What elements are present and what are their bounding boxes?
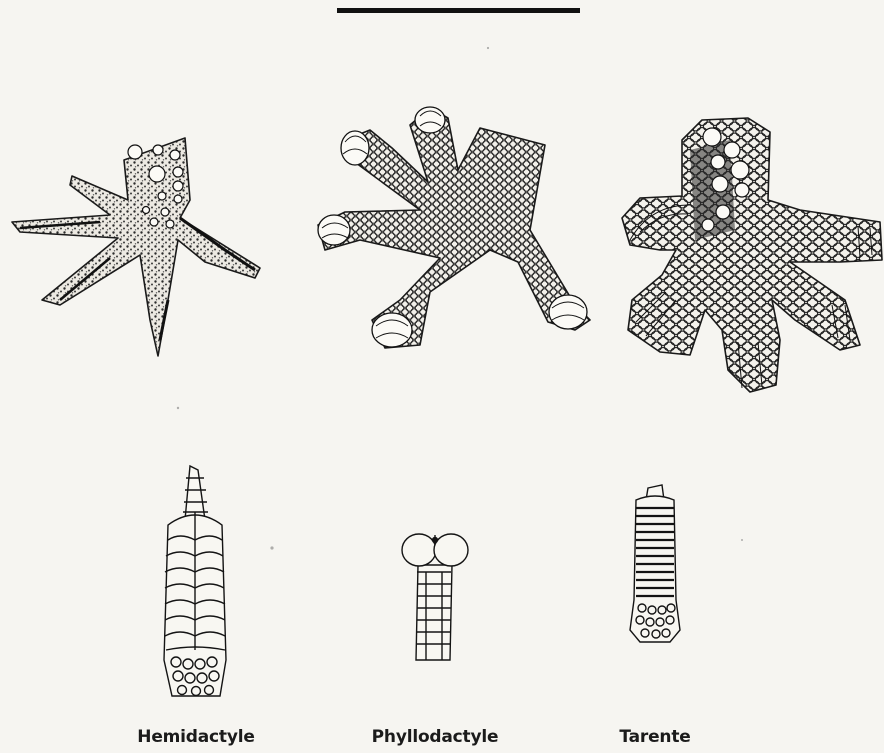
caption-tarente: Tarente — [555, 727, 755, 747]
toe-pad-undivided-lamellae-icon — [630, 485, 680, 642]
gecko-foot-slender-toes-icon — [12, 138, 260, 356]
caption-phyllodactyle: Phyllodactyle — [335, 727, 535, 747]
caption-hemidactyle: Hemidactyle — [96, 727, 296, 747]
toe-pad-divided-lamellae-icon — [164, 466, 226, 696]
toe-pad-leaf-tip-icon — [402, 534, 468, 660]
gecko-foot-leaf-tip-icon — [318, 107, 590, 348]
gecko-foot-broad-pads-icon — [622, 118, 882, 392]
scale-bar — [337, 8, 580, 13]
